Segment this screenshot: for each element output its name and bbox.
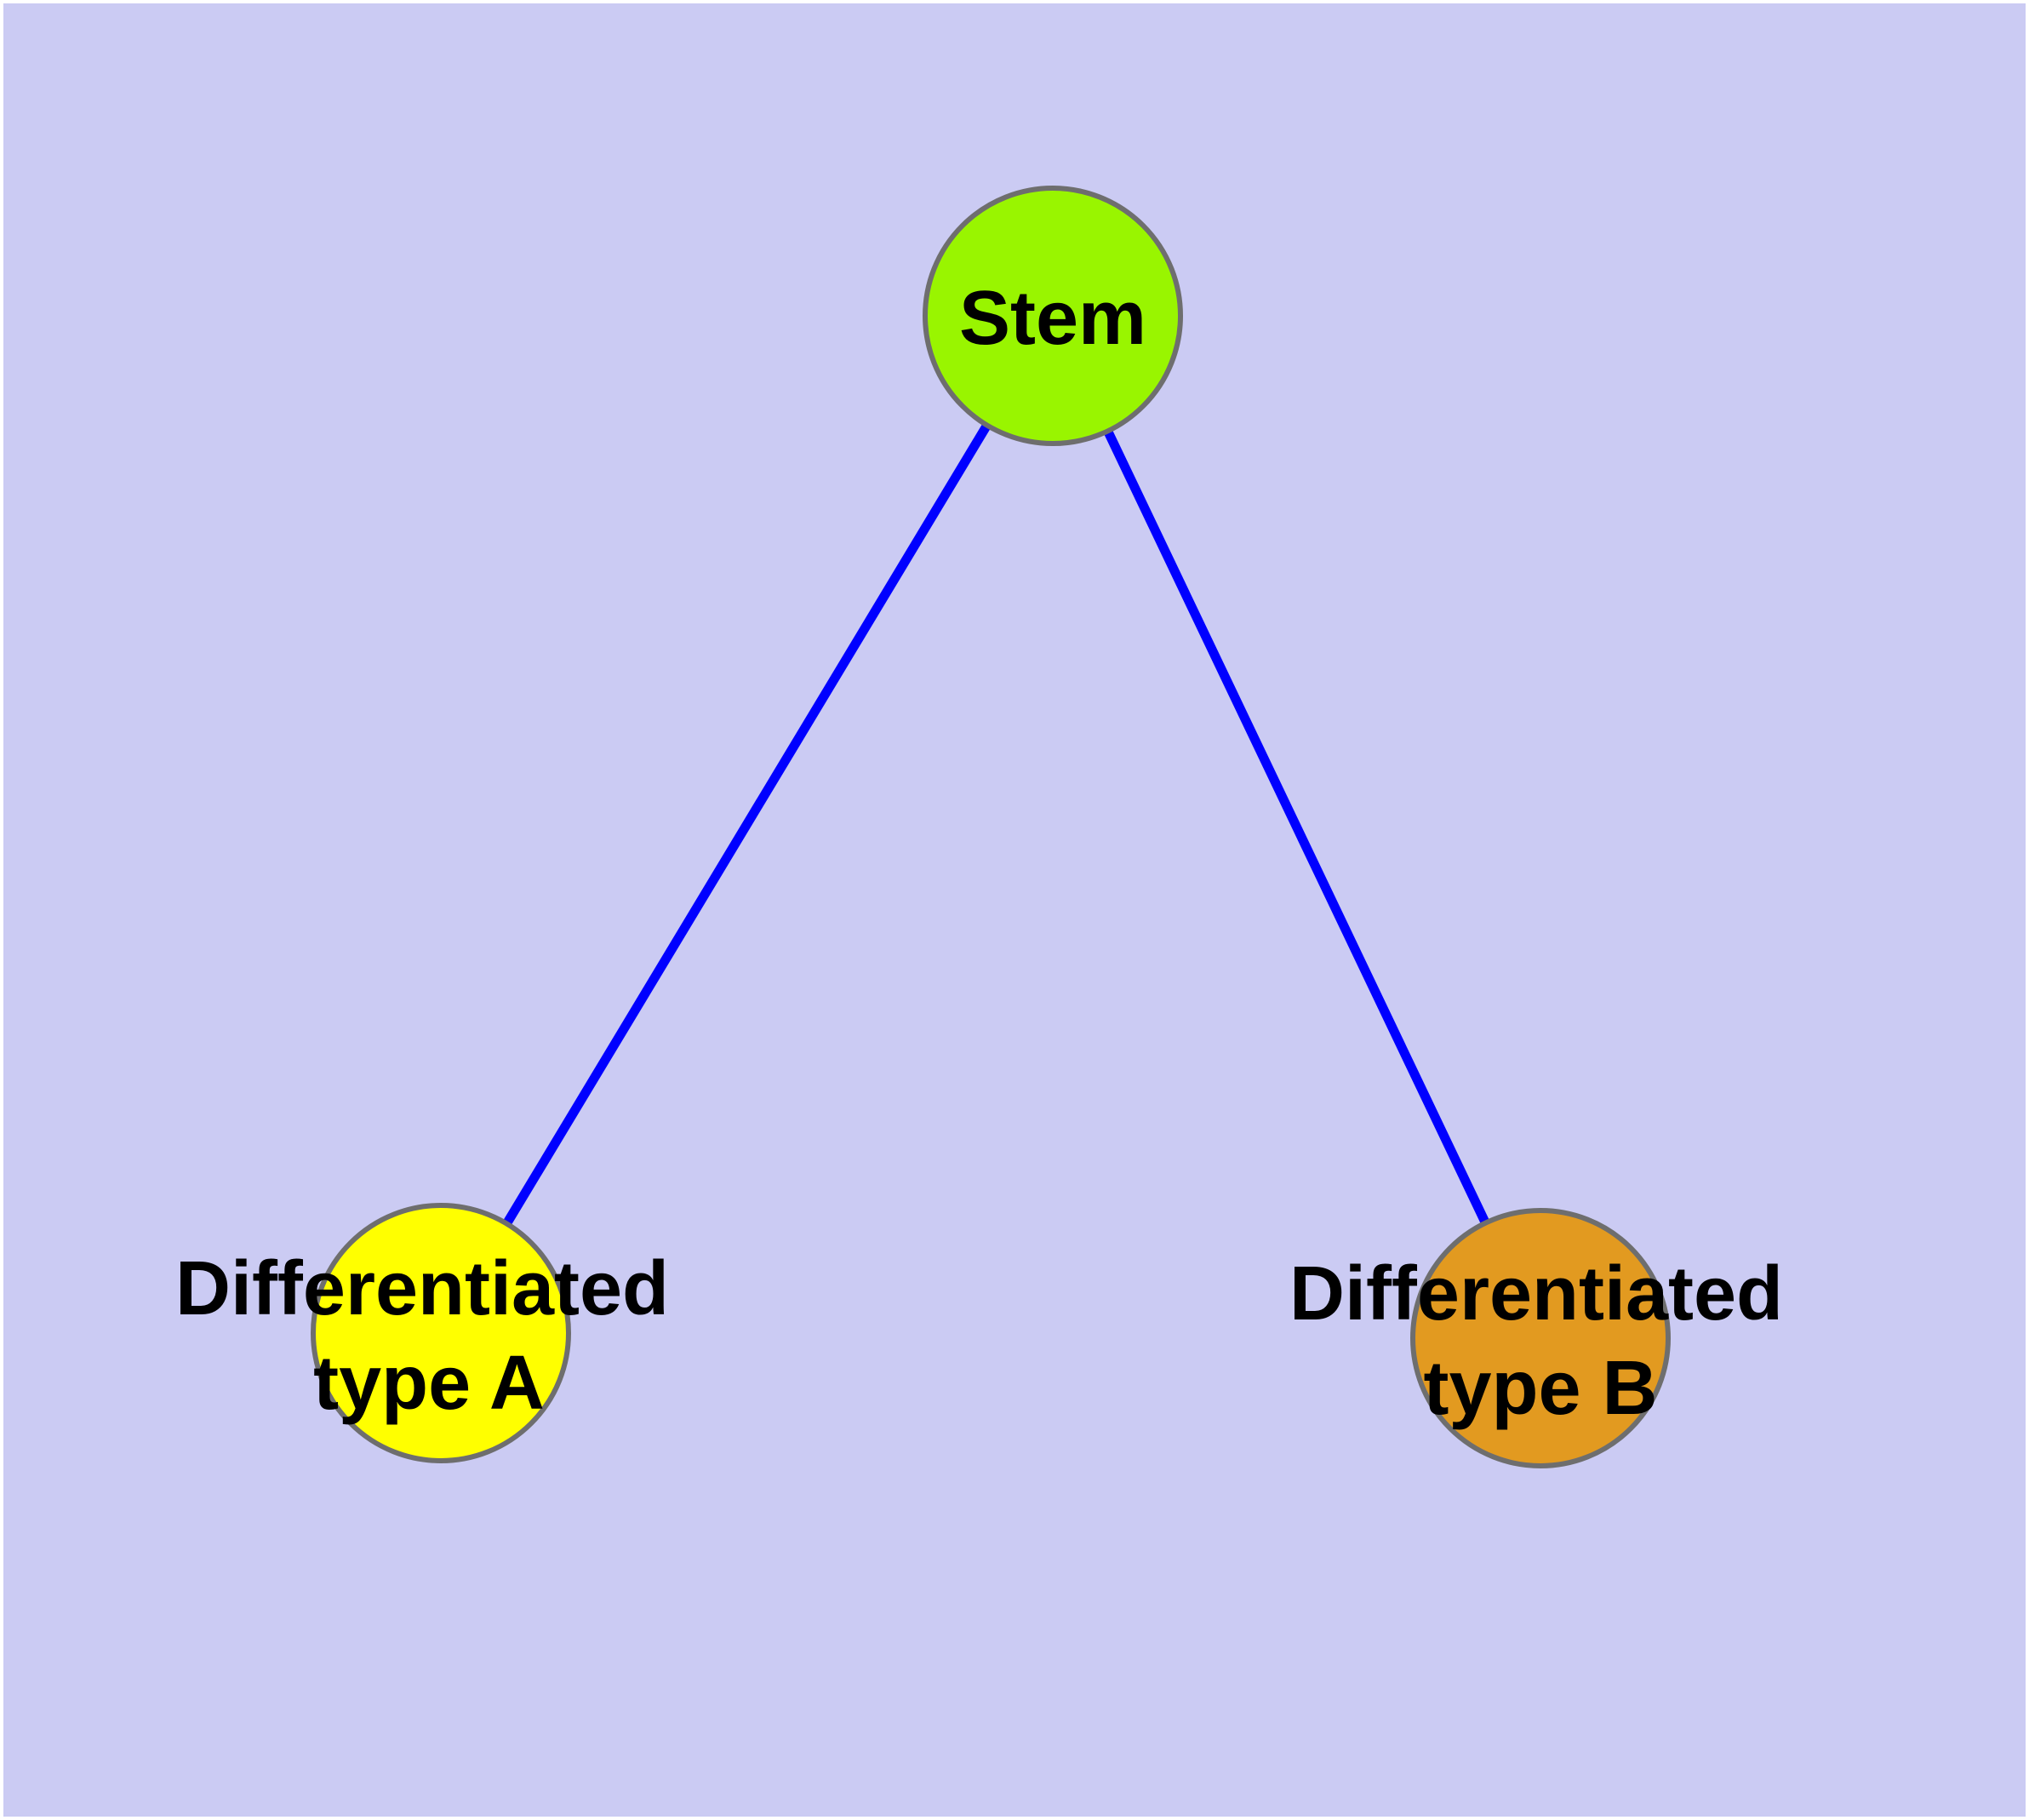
node-stem-label: Stem [959, 276, 1146, 361]
node-type-a-label-line2: type A [313, 1341, 545, 1426]
node-differentiated-type-b [1410, 1208, 1671, 1468]
node-stem [923, 186, 1183, 446]
node-type-a-label-line1: Differentiated [175, 1246, 669, 1331]
node-differentiated-type-a [311, 1203, 571, 1463]
edge-stem-to-type-b [1049, 313, 1545, 1341]
node-type-b-label-line2: type B [1423, 1346, 1657, 1431]
edge-stem-to-type-a [437, 313, 1057, 1336]
node-type-b-label-line1: Differentiated [1289, 1251, 1783, 1336]
